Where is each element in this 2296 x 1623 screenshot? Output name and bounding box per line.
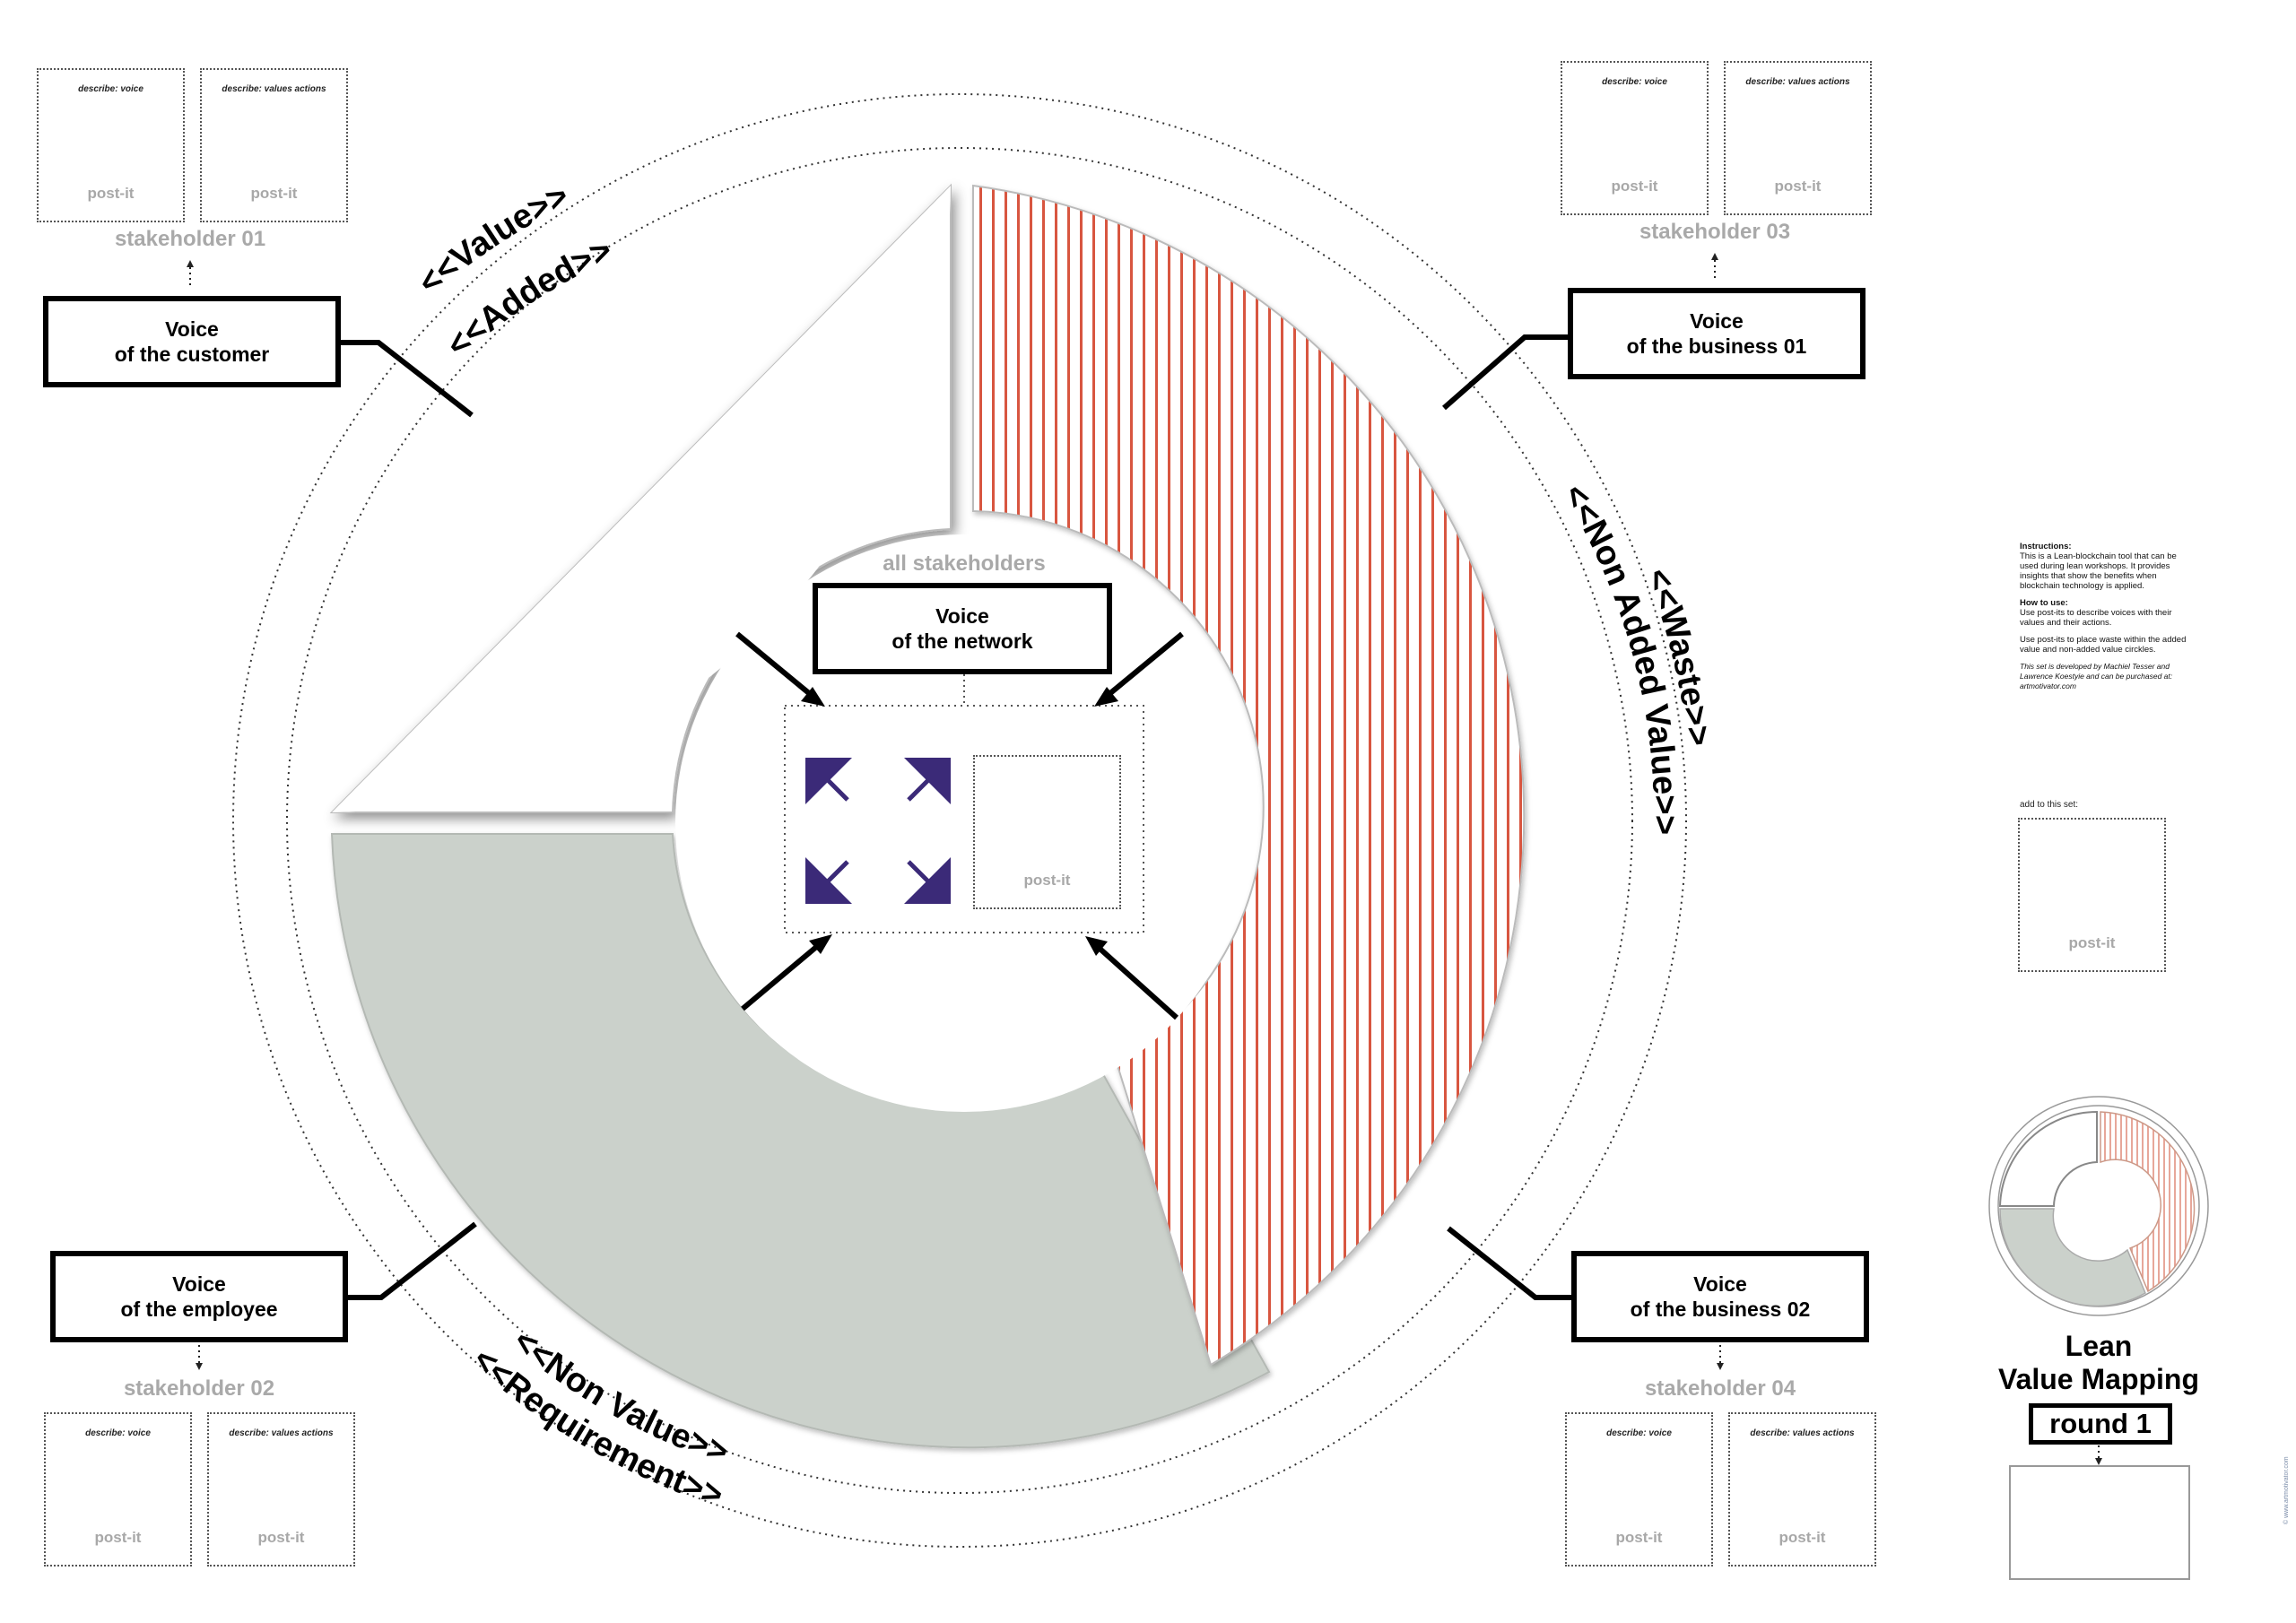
postit-label: post-it: [1611, 178, 1658, 195]
postit-header: describe: values actions: [1750, 1428, 1855, 1438]
postit-label: post-it: [94, 1529, 142, 1546]
stakeholder-02-label: stakeholder 02: [123, 1376, 275, 1401]
instructions-credit: This set is developed by Machiel Tesser …: [2020, 662, 2173, 690]
round-notes-box[interactable]: [2009, 1465, 2190, 1580]
stakeholder-connectors: [187, 253, 2102, 1465]
instructions-body: This is a Lean-blockchain tool that can …: [2020, 551, 2177, 591]
voice-customer-box[interactable]: Voice of the customer: [43, 296, 341, 387]
voice-business-02-box[interactable]: Voice of the business 02: [1571, 1251, 1869, 1342]
voice-leader-lines: [339, 334, 1577, 1300]
voice-subtitle: of the employee: [120, 1298, 278, 1321]
segment-value-added-fill: [332, 186, 951, 812]
postit-label: post-it: [2068, 934, 2116, 951]
voice-network-box[interactable]: Voice of the network: [813, 583, 1112, 674]
voice-title: Voice: [935, 604, 989, 628]
postit-label: post-it: [257, 1529, 305, 1546]
stakeholder-03-label: stakeholder 03: [1639, 220, 1791, 244]
voice-title: Voice: [165, 317, 219, 341]
add-to-set-label: add to this set:: [2020, 800, 2079, 810]
round-badge: round 1: [2029, 1403, 2172, 1445]
postit-header: describe: voice: [1606, 1428, 1672, 1438]
outer-ring: [232, 93, 1687, 1548]
postit-s04-voice[interactable]: describe: voice post-it: [1565, 1412, 1713, 1567]
howto-step-2: Use post-its to place waste within the a…: [2020, 635, 2187, 655]
postit-s01-actions[interactable]: describe: values actions post-it: [200, 68, 348, 222]
stakeholder-01-label: stakeholder 01: [114, 227, 266, 251]
postit-label: post-it: [1779, 1529, 1826, 1546]
expand-icon: [805, 758, 951, 904]
postit-header: describe: values actions: [222, 84, 326, 94]
mini-diagram: [1988, 1096, 2209, 1316]
postit-s04-actions[interactable]: describe: values actions post-it: [1728, 1412, 1876, 1567]
network-frame: [784, 705, 1144, 933]
center-circle: [675, 534, 1253, 1112]
postit-header: describe: voice: [85, 1428, 151, 1438]
title-lean: Lean: [2065, 1330, 2133, 1362]
voice-employee-box[interactable]: Voice of the employee: [50, 1251, 348, 1342]
voice-title: Voice: [1693, 1272, 1747, 1296]
postit-add-to-set[interactable]: post-it: [2018, 818, 2166, 972]
postit-network[interactable]: post-it: [973, 755, 1121, 909]
voice-subtitle: of the network: [891, 629, 1033, 653]
postit-header: describe: voice: [78, 84, 144, 94]
voice-business-01-box[interactable]: Voice of the business 01: [1568, 288, 1866, 379]
title-value-mapping: Value Mapping: [1997, 1363, 2200, 1395]
stakeholder-04-label: stakeholder 04: [1644, 1376, 1796, 1401]
instructions-title: Instructions:: [2020, 542, 2072, 551]
postit-label: post-it: [250, 185, 298, 202]
postit-label: post-it: [1023, 872, 1071, 889]
voice-title: Voice: [172, 1272, 226, 1296]
voice-title: Voice: [1690, 309, 1744, 333]
inner-ring: [286, 147, 1633, 1494]
voice-subtitle: of the business 02: [1630, 1298, 1811, 1321]
postit-label: post-it: [87, 185, 135, 202]
howto-title: How to use:: [2020, 598, 2068, 608]
segment-non-added-value: [972, 184, 1526, 1367]
postit-label: post-it: [1615, 1529, 1663, 1546]
postit-s01-voice[interactable]: describe: voice post-it: [37, 68, 185, 222]
all-stakeholders-label: all stakeholders: [883, 551, 1046, 576]
postit-header: describe: values actions: [1745, 77, 1850, 87]
postit-label: post-it: [1774, 178, 1822, 195]
postit-s02-voice[interactable]: describe: voice post-it: [44, 1412, 192, 1567]
postit-s03-actions[interactable]: describe: values actions post-it: [1724, 61, 1872, 215]
howto-step-1: Use post-its to describe voices with the…: [2020, 608, 2172, 628]
postit-header: describe: voice: [1602, 77, 1667, 87]
voice-subtitle: of the customer: [114, 343, 270, 366]
network-arrows: [735, 631, 1184, 1020]
postit-header: describe: values actions: [229, 1428, 334, 1438]
instructions-panel: Instructions: This is a Lean-blockchain …: [2020, 542, 2190, 699]
postit-s02-actions[interactable]: describe: values actions post-it: [207, 1412, 355, 1567]
voice-subtitle: of the business 01: [1626, 334, 1807, 358]
side-credit: © www.artmotivator.com: [2283, 1456, 2290, 1524]
postit-s03-voice[interactable]: describe: voice post-it: [1561, 61, 1709, 215]
